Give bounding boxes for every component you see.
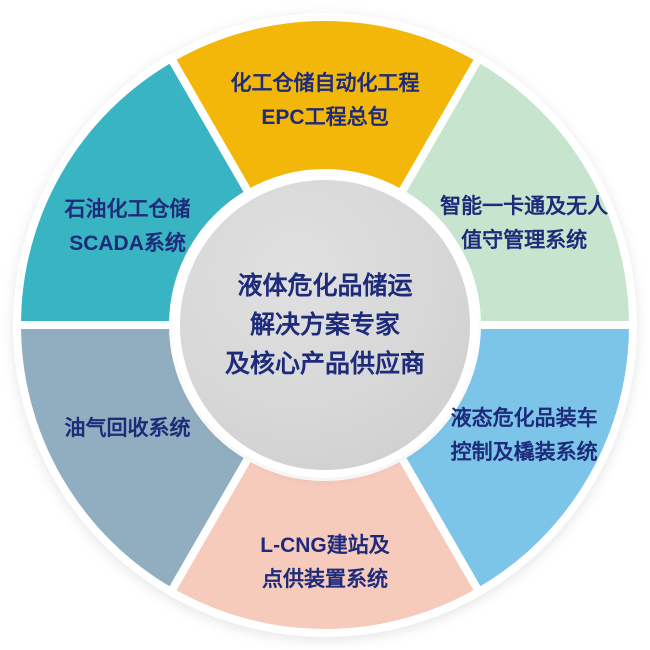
segment-lcng-station-supply: [167, 452, 483, 637]
center-title-line-1: 液体危化品储运: [237, 271, 413, 300]
segment-liquid-hazchem-loading-skid: [397, 321, 637, 596]
segment-chemical-warehouse-epc: [167, 13, 483, 198]
center-title-line-3: 及核心产品供应商: [224, 349, 425, 378]
center-title-line-2: 解决方案专家: [249, 310, 400, 339]
segment-oil-gas-recovery: [13, 321, 253, 596]
center-circle: 液体危化品储运 解决方案专家 及核心产品供应商: [180, 180, 470, 470]
segment-petrochemical-scada: [13, 54, 253, 329]
segment-smart-card-unmanned-management: [397, 54, 637, 329]
